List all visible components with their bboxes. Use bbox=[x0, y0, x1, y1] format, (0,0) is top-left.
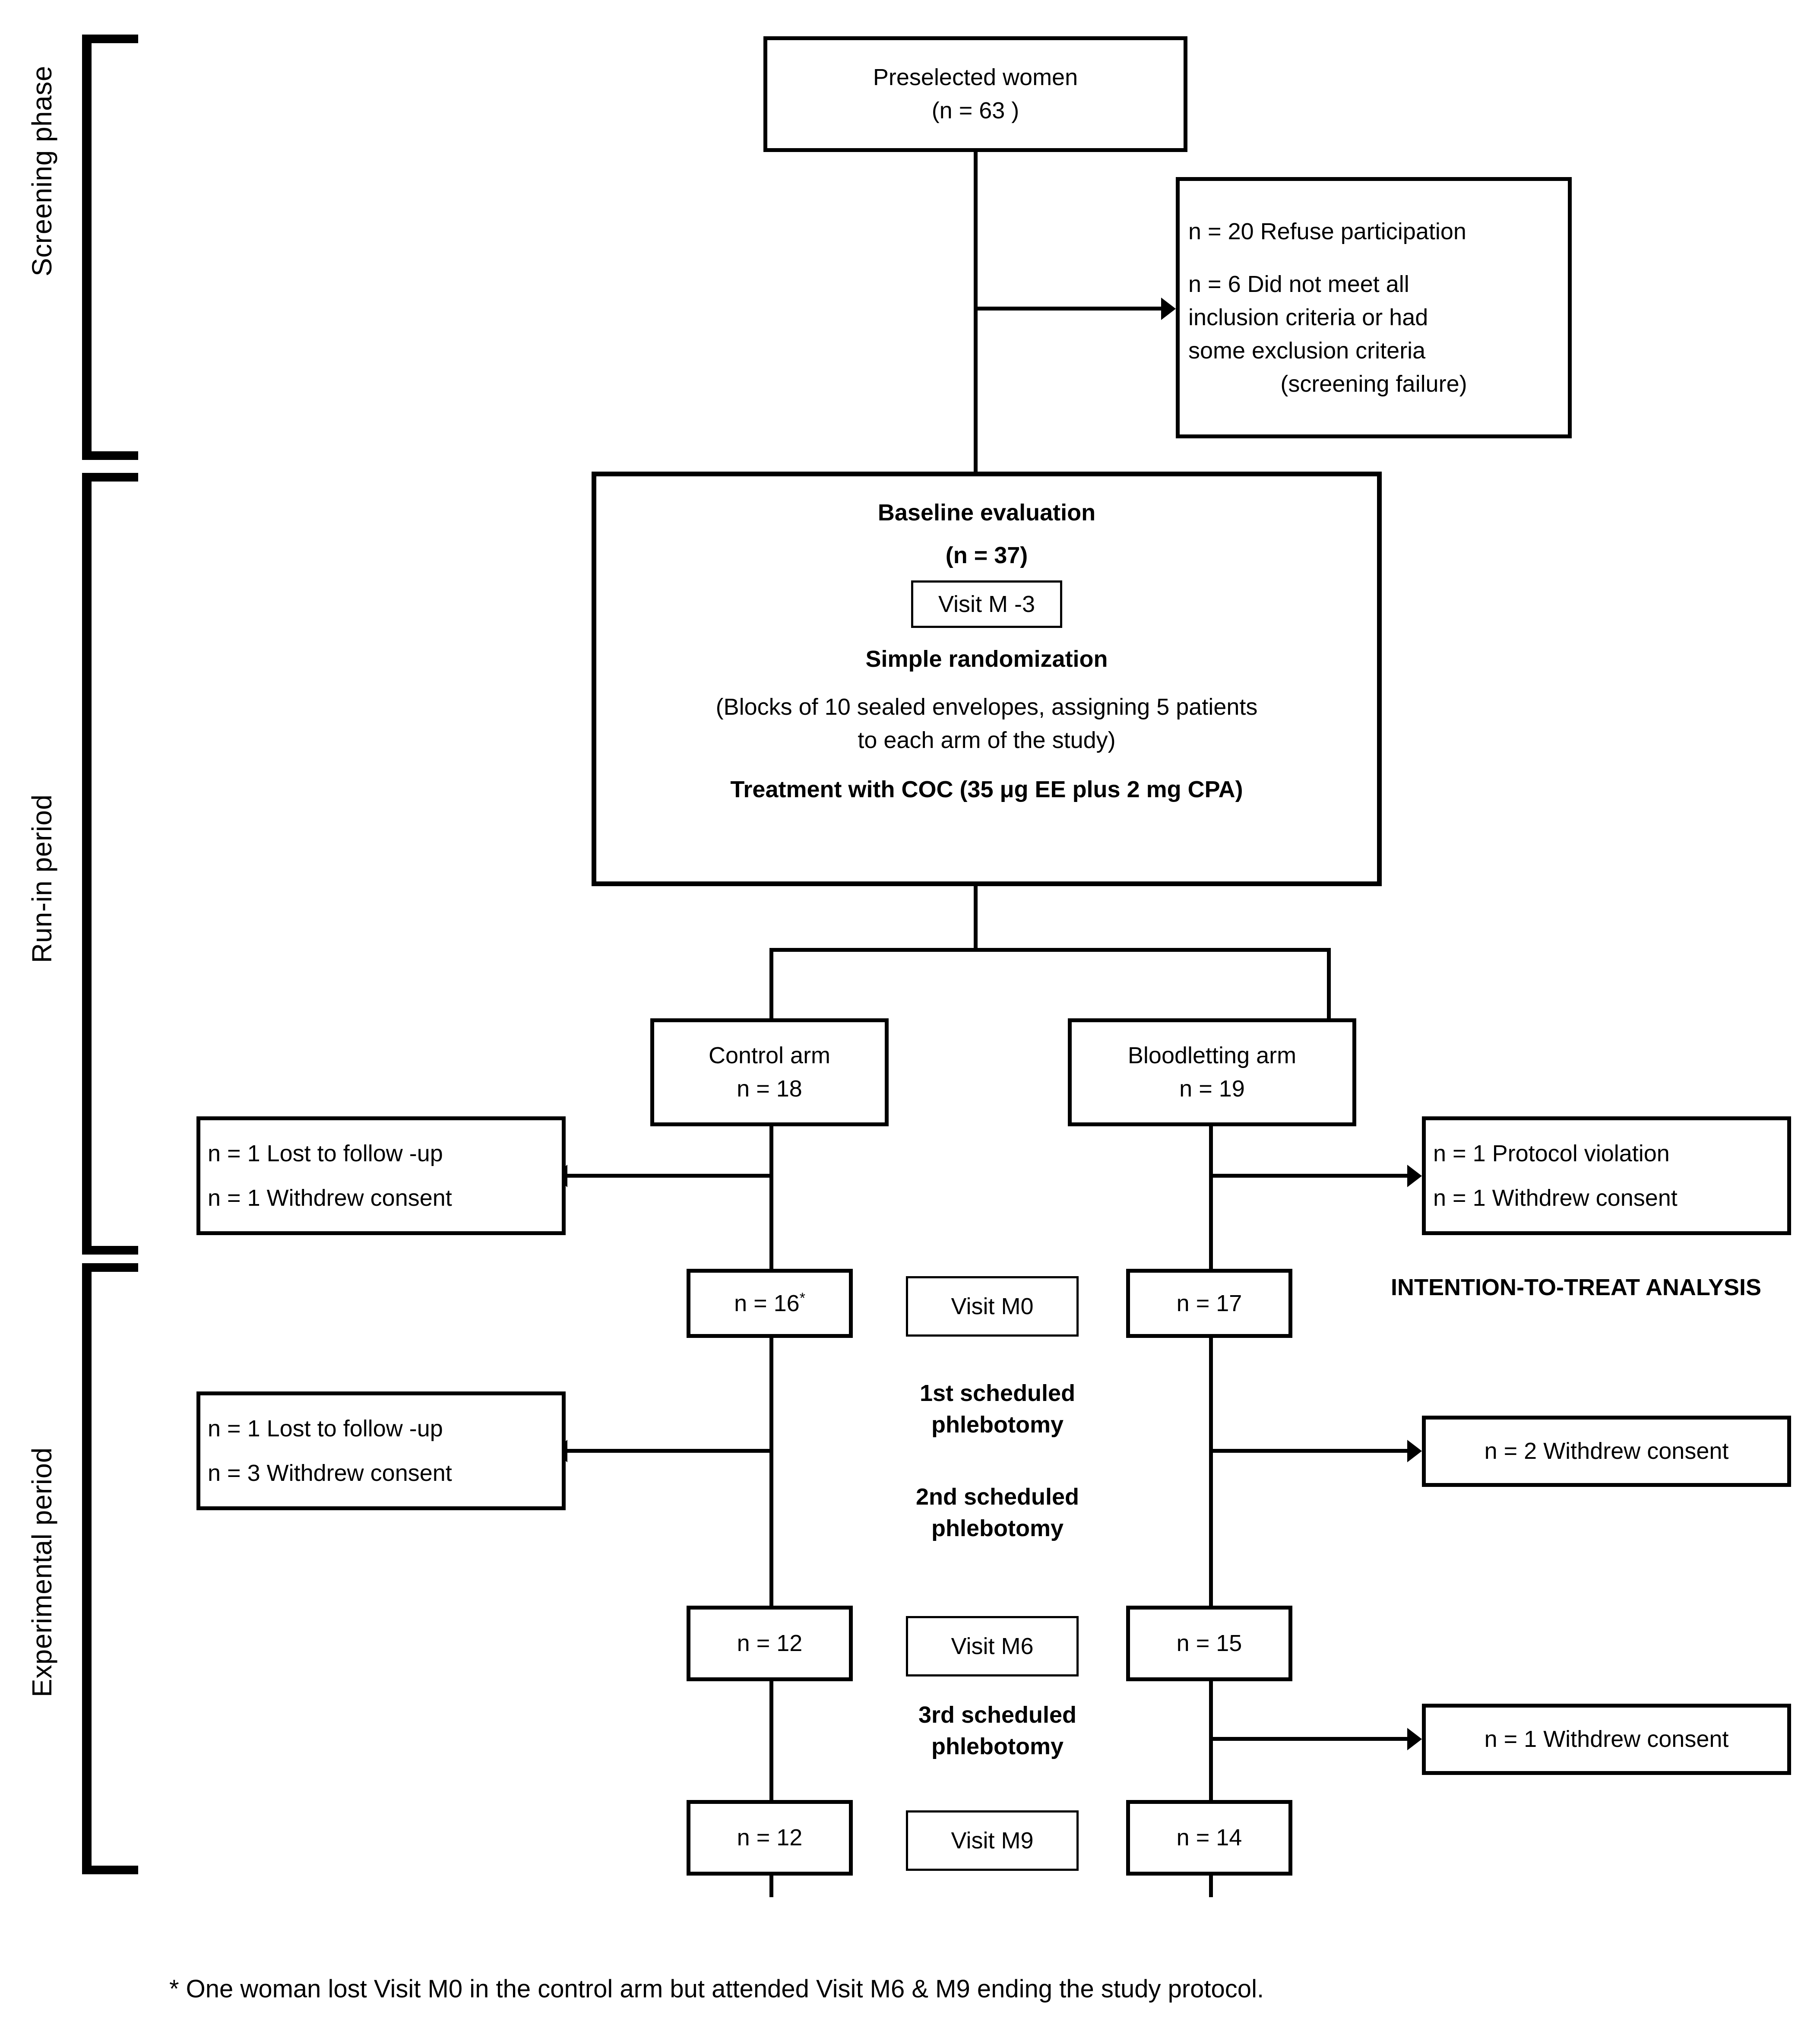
bloodletting-dropout-3-line-1: n = 1 Withdrew consent bbox=[1484, 1726, 1729, 1752]
bloodletting-m6-value: n = 15 bbox=[1176, 1630, 1242, 1657]
bloodletting-arm-line-1: Bloodletting arm bbox=[1127, 1043, 1297, 1069]
bloodletting-m9-value: n = 14 bbox=[1176, 1825, 1242, 1851]
bracket-run-in-period bbox=[82, 473, 138, 1255]
bloodletting-dropout-2-line-1: n = 2 Withdrew consent bbox=[1484, 1438, 1729, 1464]
node-bloodletting-m9: n = 14 bbox=[1126, 1800, 1292, 1876]
node-control-dropout-1: n = 1 Lost to follow -up n = 1 Withdrew … bbox=[196, 1116, 566, 1235]
phlebotomy-2-line-2: phlebotomy bbox=[931, 1515, 1064, 1541]
phase-label-screening: Screening phase bbox=[26, 66, 57, 276]
control-m9-value: n = 12 bbox=[737, 1825, 803, 1851]
connector-to-exclusions bbox=[974, 307, 1164, 311]
exclusions-line-2: n = 6 Did not meet all bbox=[1188, 271, 1409, 298]
connector-arm-split bbox=[769, 948, 1331, 952]
control-arm-line-1: Control arm bbox=[708, 1043, 831, 1069]
connector-baseline-down bbox=[974, 886, 978, 951]
preselected-line-1: Preselected women bbox=[873, 64, 1078, 91]
node-bloodletting-dropout-2: n = 2 Withdrew consent bbox=[1422, 1416, 1791, 1487]
exclusions-line-4: some exclusion criteria bbox=[1188, 337, 1426, 364]
control-dropout-1-line-1: n = 1 Lost to follow -up bbox=[208, 1140, 443, 1166]
exclusions-line-1: n = 20 Refuse participation bbox=[1188, 218, 1466, 244]
connector-bloodletting-arm-down bbox=[1209, 1126, 1213, 1269]
bracket-screening-phase bbox=[82, 35, 138, 460]
node-control-m6: n = 12 bbox=[687, 1606, 853, 1681]
chip-visit-m0: Visit M0 bbox=[906, 1276, 1079, 1337]
node-bloodletting-m0: n = 17 bbox=[1126, 1269, 1292, 1338]
baseline-line-5: to each arm of the study) bbox=[858, 727, 1116, 753]
visit-m0-label: Visit M0 bbox=[951, 1293, 1034, 1319]
phlebotomy-3-line-2: phlebotomy bbox=[931, 1733, 1064, 1759]
node-bloodletting-dropout-3: n = 1 Withdrew consent bbox=[1422, 1704, 1791, 1775]
control-dropout-1-line-2: n = 1 Withdrew consent bbox=[208, 1185, 452, 1211]
exclusions-line-3: inclusion criteria or had bbox=[1188, 304, 1428, 331]
connector-bloodletting-dropout-2 bbox=[1209, 1449, 1410, 1453]
bloodletting-dropout-1-line-2: n = 1 Withdrew consent bbox=[1433, 1185, 1678, 1211]
phlebotomy-1-line-2: phlebotomy bbox=[931, 1411, 1064, 1438]
connector-control-m6-down bbox=[769, 1681, 773, 1897]
baseline-line-1: Baseline evaluation bbox=[877, 500, 1096, 526]
bloodletting-dropout-1-line-1: n = 1 Protocol violation bbox=[1433, 1140, 1670, 1166]
node-control-m0: n = 16* bbox=[687, 1269, 853, 1338]
control-m0-marker: * bbox=[799, 1290, 805, 1306]
node-screening-exclusions: n = 20 Refuse participation n = 6 Did no… bbox=[1176, 177, 1572, 438]
footnote-text: * One woman lost Visit M0 in the control… bbox=[169, 1975, 1264, 2003]
preselected-line-2: (n = 63 ) bbox=[931, 98, 1019, 124]
arrowhead-to-exclusions bbox=[1161, 298, 1176, 320]
node-preselected-women: Preselected women (n = 63 ) bbox=[763, 36, 1187, 152]
phlebotomy-2-line-1: 2nd scheduled bbox=[915, 1484, 1079, 1510]
label-phlebotomy-2: 2nd scheduled phlebotomy bbox=[890, 1481, 1105, 1544]
phlebotomy-3-line-1: 3rd scheduled bbox=[918, 1702, 1077, 1728]
connector-bloodletting-m0-down bbox=[1209, 1338, 1213, 1610]
baseline-line-2: (n = 37) bbox=[945, 542, 1028, 568]
phlebotomy-1-line-1: 1st scheduled bbox=[919, 1380, 1076, 1406]
node-control-dropout-2: n = 1 Lost to follow -up n = 3 Withdrew … bbox=[196, 1391, 566, 1510]
node-bloodletting-arm: Bloodletting arm n = 19 bbox=[1068, 1018, 1356, 1126]
arrowhead-bloodletting-dropout-3 bbox=[1407, 1728, 1422, 1750]
bloodletting-m0-value: n = 17 bbox=[1176, 1290, 1242, 1316]
chip-visit-m6: Visit M6 bbox=[906, 1616, 1079, 1676]
phase-label-experimental: Experimental period bbox=[26, 1447, 57, 1697]
connector-bloodletting-dropout-1 bbox=[1209, 1174, 1410, 1178]
connector-control-dropout-2 bbox=[566, 1449, 773, 1453]
itt-line-2: ANALYSIS bbox=[1645, 1274, 1762, 1300]
visit-m-3-label: Visit M -3 bbox=[938, 591, 1035, 617]
control-arm-line-2: n = 18 bbox=[737, 1076, 802, 1102]
visit-m6-label: Visit M6 bbox=[951, 1633, 1034, 1659]
arrowhead-bloodletting-dropout-2 bbox=[1407, 1440, 1422, 1462]
connector-control-m0-down bbox=[769, 1338, 773, 1610]
phase-label-run-in: Run-in period bbox=[26, 794, 57, 963]
control-dropout-2-line-2: n = 3 Withdrew consent bbox=[208, 1460, 452, 1486]
connector-preselected-down bbox=[974, 152, 978, 472]
arrowhead-bloodletting-dropout-1 bbox=[1407, 1165, 1422, 1187]
baseline-line-3: Simple randomization bbox=[865, 646, 1108, 672]
control-m6-value: n = 12 bbox=[737, 1630, 803, 1657]
node-bloodletting-m6: n = 15 bbox=[1126, 1606, 1292, 1681]
node-control-m9: n = 12 bbox=[687, 1800, 853, 1876]
itt-line-1: INTENTION-TO-TREAT bbox=[1390, 1274, 1640, 1300]
connector-bloodletting-dropout-3 bbox=[1209, 1737, 1410, 1741]
exclusions-line-5: (screening failure) bbox=[1280, 371, 1467, 397]
label-intention-to-treat: INTENTION-TO-TREAT ANALYSIS bbox=[1386, 1272, 1766, 1303]
control-m0-value: n = 16* bbox=[734, 1290, 805, 1316]
chip-visit-m9: Visit M9 bbox=[906, 1810, 1079, 1871]
bracket-experimental-period bbox=[82, 1263, 138, 1874]
connector-bloodletting-m6-down bbox=[1209, 1681, 1213, 1897]
node-bloodletting-dropout-1: n = 1 Protocol violation n = 1 Withdrew … bbox=[1422, 1116, 1791, 1235]
node-control-arm: Control arm n = 18 bbox=[650, 1018, 889, 1126]
label-phlebotomy-1: 1st scheduled phlebotomy bbox=[890, 1378, 1105, 1441]
bloodletting-arm-line-2: n = 19 bbox=[1179, 1076, 1245, 1102]
baseline-line-6: Treatment with COC (35 μg EE plus 2 mg C… bbox=[730, 776, 1243, 803]
node-baseline-evaluation: Baseline evaluation (n = 37) Visit M -3 … bbox=[592, 472, 1382, 886]
label-phlebotomy-3: 3rd scheduled phlebotomy bbox=[890, 1699, 1105, 1762]
baseline-line-4: (Blocks of 10 sealed envelopes, assignin… bbox=[715, 694, 1258, 720]
connector-split-to-control bbox=[769, 948, 773, 1021]
chip-visit-m-3: Visit M -3 bbox=[911, 580, 1062, 628]
connector-split-to-bloodletting bbox=[1327, 948, 1331, 1021]
connector-control-arm-down bbox=[769, 1126, 773, 1269]
control-dropout-2-line-1: n = 1 Lost to follow -up bbox=[208, 1415, 443, 1442]
visit-m9-label: Visit M9 bbox=[951, 1827, 1034, 1854]
connector-control-dropout-1 bbox=[566, 1174, 773, 1178]
